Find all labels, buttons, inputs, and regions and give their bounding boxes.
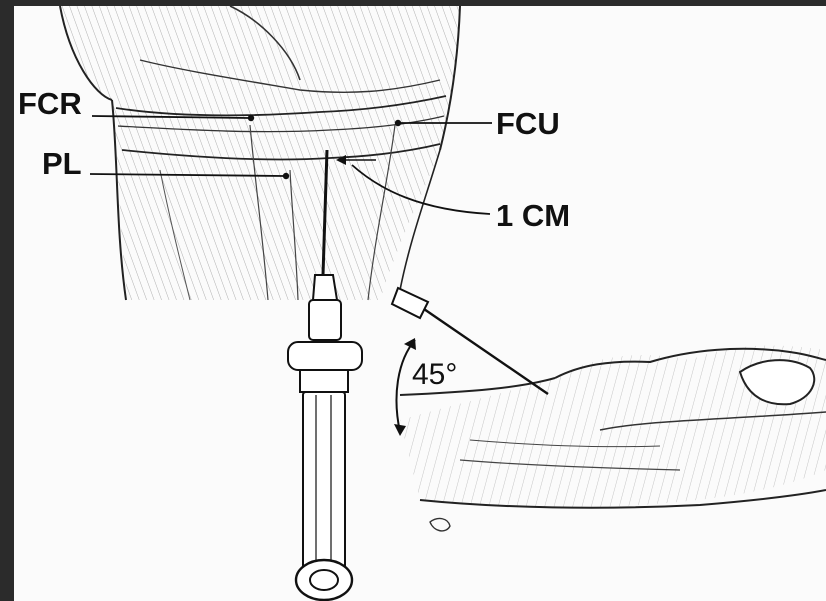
label-fcu: FCU [496,106,560,141]
label-one-cm: 1 CM [496,198,570,233]
label-angle: 45° [412,358,457,391]
syringe-barrel [303,392,345,570]
label-pl: PL [42,146,82,181]
syringe-flange [288,342,362,370]
label-fcr: FCR [18,86,82,121]
